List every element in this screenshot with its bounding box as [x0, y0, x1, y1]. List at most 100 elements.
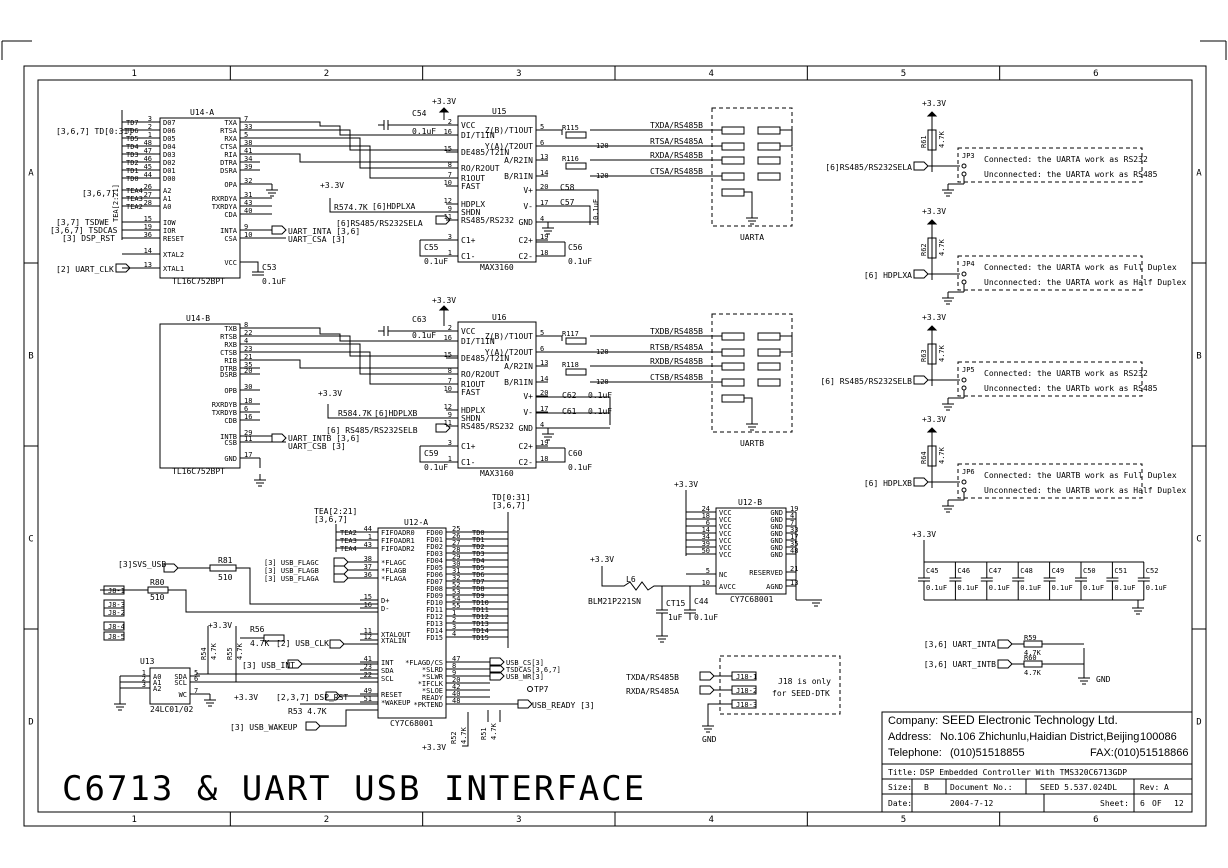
pullup-ref: R62 [920, 243, 928, 256]
pullup-resistor [927, 343, 937, 365]
decap-value: 0.1uF [1083, 584, 1104, 592]
r51: R51 [480, 727, 488, 740]
u15-pin-number: 18 [540, 249, 548, 257]
jumper-pin [961, 171, 967, 177]
j18-pin-2: J18-2 [736, 687, 757, 695]
uarta-net: TXDA/RS485B [650, 121, 703, 130]
u16-pin-name: C1+ [461, 442, 476, 451]
u14a-route [260, 129, 458, 151]
uartb-pin [721, 332, 745, 341]
u14a-pin-name: RESET [163, 235, 185, 243]
u12a-pin-number: 26 [452, 532, 460, 540]
uarta-pin [721, 156, 745, 165]
u12a-pin-net: TD1 [472, 536, 485, 544]
u12a-ctl-name: *IFCLK [418, 680, 444, 688]
u12b-pin-number: 14 [702, 526, 710, 534]
j18-pin-1: J18-1 [736, 673, 757, 681]
u12a-ctl-number: 20 [452, 676, 460, 684]
u12a-vcc: +3.3V [208, 621, 232, 630]
uarta-pin [721, 126, 745, 135]
decap-value: 0.1uF [926, 584, 947, 592]
conn-pin: J8-4 [108, 623, 125, 631]
u12b-pin-number: 34 [702, 533, 710, 541]
usb-ready-net: USB_READY [3] [532, 701, 595, 710]
u12a-pin-number: 27 [452, 539, 460, 547]
u12b-pin-number: 39 [702, 540, 710, 548]
page-title: C6713 & UART USB INTERFACE [62, 769, 646, 809]
u14b-route [260, 343, 458, 375]
u14a-pin-name: CTSA [220, 143, 238, 151]
uartb-pin [757, 378, 781, 387]
telephone-value: (010)51518855 [950, 747, 1025, 759]
u14a-pin-name: OPA [224, 181, 237, 189]
u15-pin-name: Y(A)/T2OUT [485, 142, 533, 151]
uartb-pin [721, 394, 745, 403]
u14a-pin-number: 46 [144, 155, 152, 163]
u12a-pin-number: 31 [452, 567, 460, 575]
jumper-pin [961, 479, 967, 485]
u12a-pin-name: FD04 [426, 557, 443, 565]
u16-pin-number: 17 [540, 405, 548, 413]
u14a-pin-name: RXA [224, 135, 237, 143]
u12b-pin-number: 35 [790, 540, 798, 548]
u14a-pin-number: 40 [244, 207, 252, 215]
net-port [913, 269, 929, 279]
u12a-pin-number: 54 [452, 595, 460, 603]
u12a-pin-net: TD6 [472, 571, 485, 579]
u12a-pin-net: TEA3 [340, 537, 357, 545]
decap-value: 0.1uF [989, 584, 1010, 592]
u15-pin-name: FAST [461, 182, 480, 191]
conn-pin: J8-1 [108, 587, 125, 595]
uarta-label: UARTA [740, 233, 764, 242]
u14a-pin-name: CDA [224, 211, 237, 219]
docno-label: Document No.: [950, 783, 1013, 792]
u15-pin-number: 19 [540, 233, 548, 241]
uartb-res-ref: R118 [562, 361, 579, 369]
pullup-net: [3,6] UART_INTB [924, 660, 996, 669]
u14a-pin-number: 1 [148, 131, 152, 139]
u12a-ctl-number: 48 [452, 697, 460, 705]
u14a-pin-number: 43 [244, 199, 252, 207]
uartb-res-ref: R117 [562, 330, 579, 338]
u16-part: MAX3160 [480, 469, 514, 478]
uartb-pin [757, 332, 781, 341]
u16-pin-name: V+ [523, 392, 533, 401]
conn-pin: J8-5 [108, 633, 125, 641]
c57-ref: C57 [560, 198, 575, 207]
u12a-usb-chip: TEA[2:21] [3,6,7] TD[0:31] [3,6,7] U12-A… [100, 493, 595, 752]
u12a-pin-name: RESET [381, 691, 403, 699]
uarta-pin [757, 142, 781, 151]
pullup-value: 4.7K [1024, 669, 1042, 677]
u14a-pin-net: TD0 [126, 175, 139, 183]
u12b-pin-name: GND [770, 530, 783, 538]
col-label-top: 6 [1093, 69, 1098, 79]
col-label-bottom: 3 [516, 815, 521, 825]
u15-pin-number: 10 [444, 179, 452, 187]
u12a-pin-net: TD13 [472, 620, 489, 628]
u13-pin-name: A1 [153, 679, 161, 687]
u12b-pin-number: 48 [790, 547, 798, 555]
uarta-wire [744, 129, 793, 212]
u15-pin-number: 9 [448, 205, 452, 213]
jumper-vcc: +3.3V [922, 313, 946, 322]
u14b-pin-number: 4 [244, 337, 248, 345]
u12b-pin-name: GND [770, 509, 783, 517]
u14a-pin-number: 9 [244, 223, 248, 231]
u15-pin-number: 8 [448, 161, 452, 169]
u12b-pin-number: 13 [790, 579, 798, 587]
pullup-value: 4.7K [938, 446, 946, 464]
u15-pin-number: 12 [444, 197, 452, 205]
dsp-rst-net-2: [2,3,7] DSP_RST [276, 693, 348, 702]
u14a-pin-name: DTRA [220, 159, 238, 167]
u15-pin-name: V- [523, 202, 533, 211]
u15-pin-number: 14 [540, 169, 548, 177]
u14a-pin-name: A0 [163, 203, 171, 211]
u15-pin-name: GND [519, 218, 534, 227]
u12a-pin-name: D- [381, 605, 389, 613]
decap-vcc: +3.3V [912, 530, 936, 539]
u14b-pin-name: CSB [224, 439, 237, 447]
u16-pin-name: SHDN [461, 414, 480, 423]
svs-usb-net: [3]SVS_USB [118, 560, 166, 569]
u13-pin-name: A0 [153, 673, 161, 681]
